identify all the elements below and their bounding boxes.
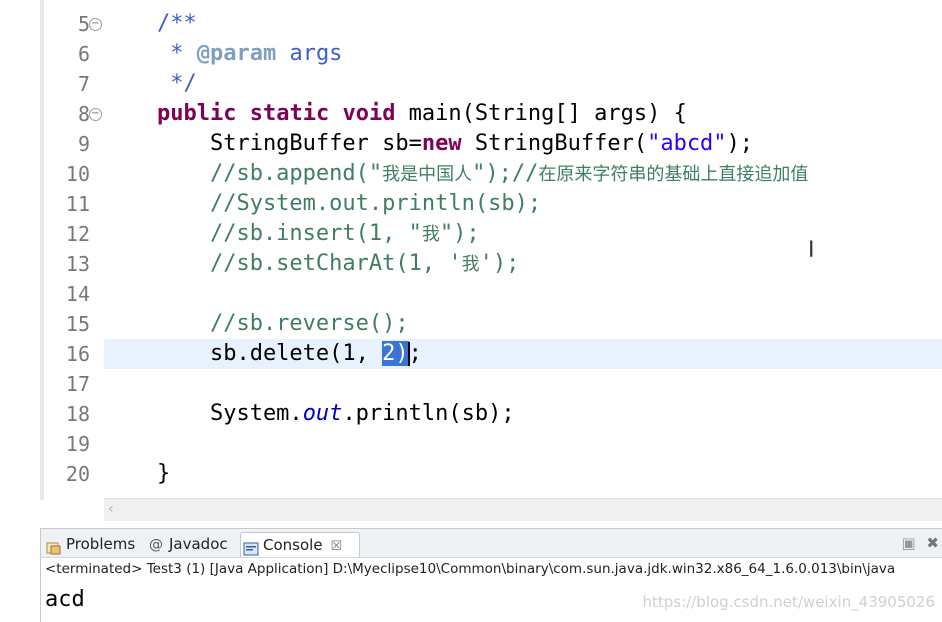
code-line[interactable]: sb.delete(1, 2); <box>104 339 422 369</box>
code-token: out <box>302 401 343 426</box>
fold-toggle-icon[interactable]: − <box>89 18 102 31</box>
code-token: * <box>104 41 197 66</box>
close-icon[interactable]: ☒ <box>330 539 343 554</box>
ibeam-cursor-icon: Ι <box>808 238 815 263</box>
code-token: ; <box>408 341 422 366</box>
code-token: args <box>276 41 343 66</box>
code-token: ");// <box>472 161 539 186</box>
tab-javadoc-label: Javadoc <box>169 535 228 553</box>
tab-console[interactable]: Console ☒ <box>240 532 360 557</box>
code-token: public <box>156 101 237 126</box>
code-token: //System.out.println(sb); <box>104 191 542 216</box>
tab-problems-label: Problems <box>66 535 136 553</box>
code-token: .println(sb); <box>342 401 515 426</box>
line-number: 19 <box>65 432 90 456</box>
tab-problems[interactable]: Problems <box>44 532 145 556</box>
line-number: 16 <box>65 342 90 366</box>
code-token: */ <box>104 71 197 96</box>
watermark: https://blog.csdn.net/weixin_43905026 <box>642 593 935 611</box>
code-token: main(String[] args) { <box>395 101 687 126</box>
code-token: void <box>342 101 396 126</box>
code-line[interactable]: * @param args <box>104 39 342 69</box>
code-line[interactable]: StringBuffer sb=new StringBuffer("abcd")… <box>104 129 753 159</box>
editor-gutter-strip <box>40 0 44 500</box>
line-number: 7 <box>77 72 90 96</box>
code-line[interactable]: //sb.reverse(); <box>104 309 409 339</box>
code-token: '); <box>479 251 520 276</box>
clear-console-icon[interactable]: ▣ <box>901 534 916 552</box>
line-number: 5 <box>77 12 90 36</box>
code-line[interactable]: public static void main(String[] args) { <box>104 99 687 129</box>
line-number: 12 <box>65 222 90 246</box>
line-number: 18 <box>65 402 90 426</box>
line-number: 14 <box>65 282 90 306</box>
terminate-icon[interactable]: ✖ <box>926 534 939 552</box>
fold-toggle-icon[interactable]: − <box>89 108 102 121</box>
code-token: "); <box>439 221 480 246</box>
line-number: 20 <box>65 462 90 486</box>
code-token: //sb.reverse(); <box>104 311 409 336</box>
console-icon <box>243 539 259 555</box>
code-token: System. <box>104 401 303 426</box>
panel-toolbar: ▣ ✖ <box>901 534 939 552</box>
code-token: 我是中国人 <box>382 164 473 185</box>
code-token <box>236 101 249 126</box>
code-token: 在原来字符串的基础上直接追加值 <box>538 164 809 185</box>
code-line[interactable]: //sb.setCharAt(1, '我'); <box>104 249 519 280</box>
line-number: 9 <box>77 132 90 156</box>
code-line[interactable]: //sb.append("我是中国人");//在原来字符串的基础上直接追加值 <box>104 159 808 190</box>
code-line[interactable]: System.out.println(sb); <box>104 399 515 429</box>
code-token: "abcd" <box>647 131 727 156</box>
code-line[interactable]: */ <box>104 69 197 99</box>
selected-text: 2) <box>382 341 409 366</box>
tab-javadoc[interactable]: @ Javadoc <box>147 532 237 556</box>
horizontal-scrollbar[interactable]: ‹ <box>104 498 942 521</box>
line-number: 17 <box>65 372 90 396</box>
scroll-left-icon[interactable]: ‹ <box>108 501 114 517</box>
code-token: 我 <box>421 224 440 245</box>
current-line-highlight <box>104 339 942 369</box>
code-token: new <box>421 131 462 156</box>
code-token: 我 <box>461 254 480 275</box>
panel-tab-bar: Problems @ Javadoc Console ☒ ▣ ✖ <box>41 529 942 558</box>
problems-icon <box>46 538 62 554</box>
code-line[interactable]: //System.out.println(sb); <box>104 189 541 219</box>
line-number: 13 <box>65 252 90 276</box>
text-caret <box>407 342 410 366</box>
code-line[interactable]: //sb.insert(1, "我"); <box>104 219 480 250</box>
code-token: } <box>104 461 171 486</box>
code-token: StringBuffer sb= <box>104 131 422 156</box>
code-token <box>329 101 342 126</box>
code-token: /** <box>104 11 197 36</box>
code-token: //sb.append(" <box>104 161 383 186</box>
line-number: 8 <box>77 102 90 126</box>
code-line[interactable]: } <box>104 459 170 489</box>
code-token: //sb.insert(1, " <box>104 221 422 246</box>
code-token: static <box>249 101 330 126</box>
code-token: sb.delete(1, <box>104 341 383 366</box>
console-panel: Problems @ Javadoc Console ☒ ▣ ✖ <terminat… <box>40 528 942 622</box>
code-token: StringBuffer( <box>461 131 648 156</box>
javadoc-icon: @ <box>149 536 163 553</box>
code-token: //sb.setCharAt(1, ' <box>104 251 462 276</box>
console-output: acd <box>45 587 85 612</box>
code-token <box>104 101 157 126</box>
code-token: ); <box>726 131 754 156</box>
tab-console-label: Console <box>263 536 323 554</box>
line-number: 6 <box>77 42 90 66</box>
console-status-line: <terminated> Test3 (1) [Java Application… <box>45 561 896 577</box>
code-token: @param <box>196 41 277 66</box>
code-line[interactable]: /** <box>104 9 197 39</box>
line-number: 10 <box>65 162 90 186</box>
line-number: 11 <box>65 192 90 216</box>
line-number: 15 <box>65 312 90 336</box>
